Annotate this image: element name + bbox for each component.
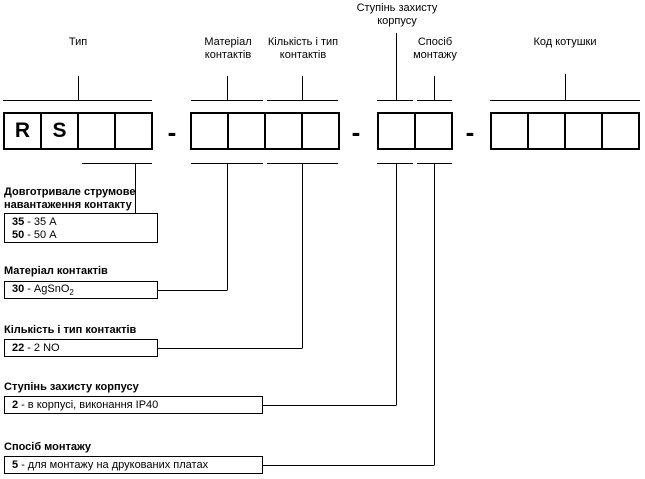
legend-row: 50-50 А [12, 229, 157, 242]
code-group-type: R S [3, 112, 153, 150]
code-cell [601, 112, 640, 150]
legend-title-contacts-count-type: Кількість і тип контактів [4, 324, 137, 336]
code-cell [227, 112, 266, 150]
code-cell [564, 112, 603, 150]
code-cell [77, 112, 116, 150]
legend-desc: 35 А [33, 216, 57, 228]
legend-separator: - [27, 216, 31, 228]
legend-desc-subscript: 2 [69, 288, 74, 298]
legend-separator: - [27, 282, 31, 295]
legend-row: 30-AgSnO2 [12, 283, 74, 297]
legend-box-contacts-count-type: 22-2 NO [4, 339, 158, 357]
legend-box-mounting-method: 5-для монтажу на друкованих платах [4, 456, 263, 474]
legend-title-current-load: Довготривале струмове навантаження конта… [4, 186, 136, 211]
legend-row: 5-для монтажу на друкованих платах [12, 459, 208, 471]
legend-separator: - [27, 342, 31, 354]
label-coil-code: Код котушки [533, 36, 597, 48]
label-type: Тип [68, 36, 88, 48]
legend-desc: для монтажу на друкованих платах [27, 459, 209, 471]
legend-code: 2 [12, 399, 19, 411]
legend-code: 22 [12, 342, 25, 354]
legend-title-mounting-method: Спосіб монтажу [4, 441, 91, 453]
code-cell [301, 112, 340, 150]
code-group-material-contacts [190, 112, 340, 150]
code-cell [377, 112, 416, 150]
label-contacts-count-type: Кількість і тип контактів [267, 36, 339, 61]
legend-separator: - [21, 399, 25, 411]
code-cell [527, 112, 566, 150]
legend-separator: - [21, 459, 25, 471]
legend-title-housing-protection: Ступінь захисту корпусу [4, 381, 139, 393]
code-cell [114, 112, 153, 150]
code-cell [414, 112, 453, 150]
code-group-protection-mounting [377, 112, 453, 150]
legend-separator: - [27, 229, 31, 241]
legend-row: 35-35 А [12, 216, 157, 229]
legend-desc: 2 NO [33, 342, 60, 354]
legend-code: 5 [12, 459, 19, 471]
code-cell [264, 112, 303, 150]
code-cell: R [3, 112, 42, 150]
legend-box-current-load: 35-35 А 50-50 А [4, 213, 158, 243]
legend-desc: AgSnO [33, 282, 70, 295]
legend-code: 50 [12, 229, 25, 241]
separator-dash: - [351, 117, 361, 147]
legend-title-contact-material: Матеріал контактів [4, 265, 108, 277]
legend-row: 22-2 NO [12, 342, 60, 354]
code-group-coil [490, 112, 640, 150]
legend-desc: 50 А [33, 229, 57, 241]
legend-desc: в корпусі, виконання IP40 [27, 399, 159, 411]
code-cell: S [40, 112, 79, 150]
separator-dash: - [465, 117, 475, 147]
separator-dash: - [167, 117, 177, 147]
label-mounting-method: Спосіб монтажу [413, 36, 457, 61]
legend-box-housing-protection: 2-в корпусі, виконання IP40 [4, 396, 263, 414]
legend-code: 30 [12, 282, 25, 295]
legend-code: 35 [12, 216, 25, 228]
label-contact-material: Матеріал контактів [204, 36, 252, 61]
legend-row: 2-в корпусі, виконання IP40 [12, 399, 158, 411]
code-cell [490, 112, 529, 150]
code-cell [190, 112, 229, 150]
label-housing-protection: Ступінь захисту корпусу [356, 2, 438, 27]
legend-box-contact-material: 30-AgSnO2 [4, 281, 158, 299]
